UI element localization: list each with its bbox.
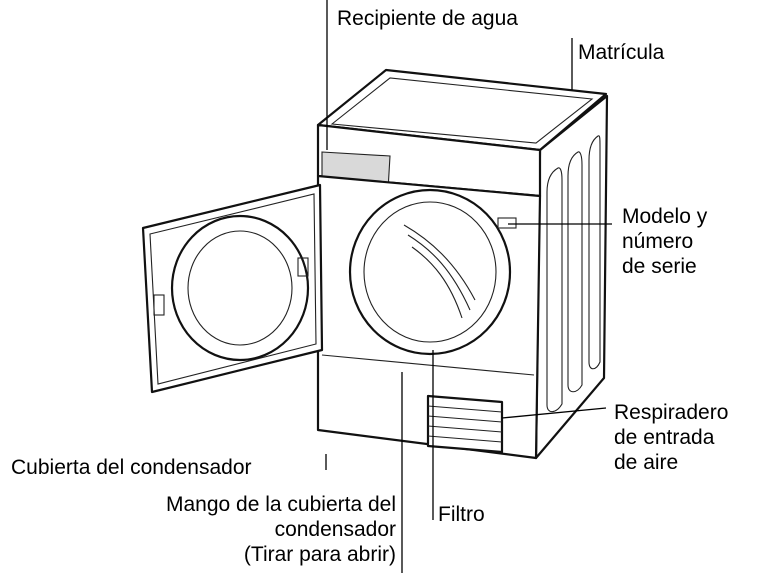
label-air-intake-line-1: Respiradero — [614, 401, 729, 424]
label-water-container: Recipiente de agua — [337, 7, 518, 30]
label-model-serial-line-1: Modelo y — [622, 205, 708, 228]
label-condenser-handle-line-3: (Tirar para abrir) — [243, 543, 396, 566]
dryer-door — [141, 183, 324, 394]
label-condenser-handle: Mango de la cubierta del condensador (Ti… — [80, 492, 396, 567]
label-condenser-handle-line-2: condensador — [274, 518, 396, 541]
leader-air-intake — [501, 407, 607, 419]
label-filter: Filtro — [438, 503, 485, 526]
label-model-serial: Modelo y número de serie — [622, 204, 707, 279]
label-condenser-cover: Cubierta del condensador — [11, 456, 252, 479]
label-model-serial-line-3: de serie — [622, 255, 697, 278]
label-condenser-handle-line-1: Mango de la cubierta del — [166, 493, 396, 516]
label-air-intake-line-3: de aire — [614, 451, 679, 474]
dryer-side-panel — [534, 94, 609, 460]
air-intake-grille — [426, 394, 504, 454]
label-air-intake: Respiradero de entrada de aire — [614, 400, 728, 475]
label-rating-plate: Matrícula — [578, 41, 665, 64]
dryer-front — [316, 174, 542, 460]
model-serial-plate — [497, 217, 517, 229]
label-model-serial-line-2: número — [622, 230, 694, 253]
label-air-intake-line-2: de entrada — [614, 426, 715, 449]
